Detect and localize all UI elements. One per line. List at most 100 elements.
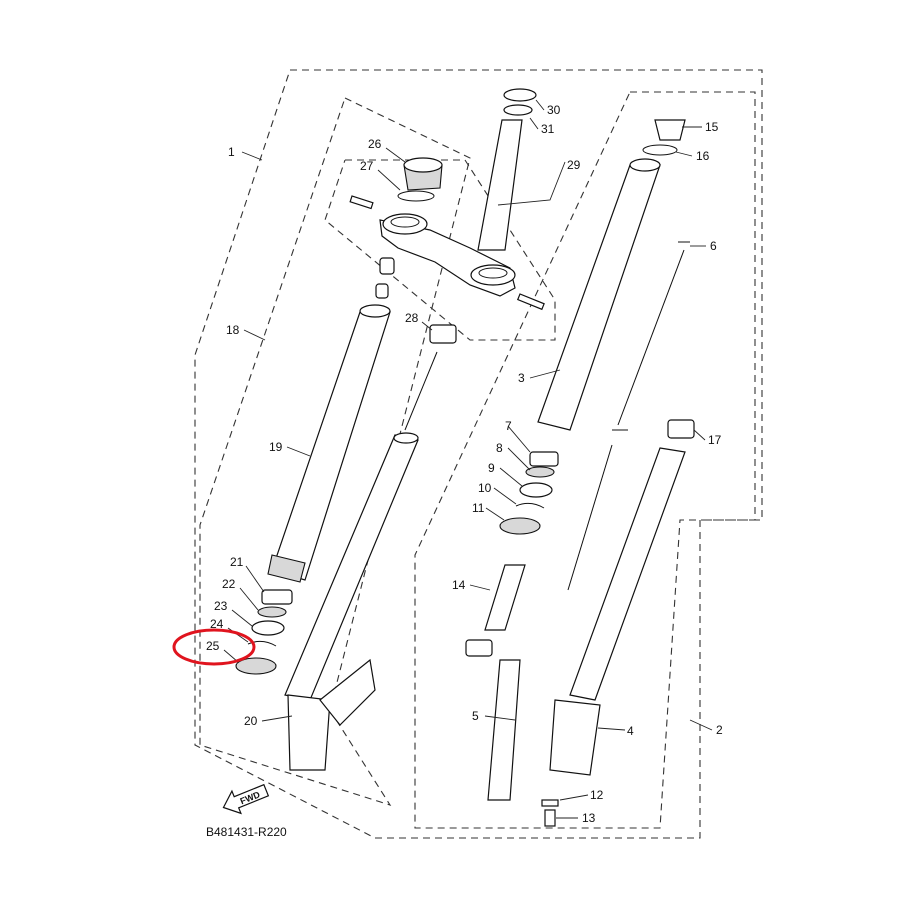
leader-31 xyxy=(529,117,539,130)
damper-rod-left xyxy=(404,351,438,431)
part-label-12: 12 xyxy=(590,788,604,802)
part-label-2: 2 xyxy=(716,723,723,737)
inner-tube-4 xyxy=(569,447,686,701)
part-label-9: 9 xyxy=(488,461,495,475)
left-caliper-mount xyxy=(319,658,376,726)
collar-14b xyxy=(465,639,493,657)
part-label-29: 29 xyxy=(567,158,581,172)
damper-cartridge-5 xyxy=(487,659,521,801)
leader-10 xyxy=(493,487,517,505)
leader-18 xyxy=(243,329,266,341)
leader-7 xyxy=(507,425,531,453)
leader-14 xyxy=(469,584,491,591)
damper-block xyxy=(379,257,395,275)
right-fork xyxy=(487,119,695,827)
part-label-25: 25 xyxy=(206,639,220,653)
group-18-outline xyxy=(199,97,471,806)
part-label-3: 3 xyxy=(518,371,525,385)
part-label-8: 8 xyxy=(496,441,503,455)
fwd-arrow-icon xyxy=(222,783,270,815)
bushing-21 xyxy=(261,589,293,605)
slide-bushing-17 xyxy=(667,419,695,439)
leader-1 xyxy=(241,151,263,161)
steering-shaft xyxy=(477,88,537,251)
part-label-30: 30 xyxy=(547,103,561,117)
leader-21 xyxy=(245,565,265,593)
upper-bracket xyxy=(349,195,545,311)
drawing-code: B481431-R220 xyxy=(206,825,287,839)
slide-bushing-28 xyxy=(429,324,457,344)
part-label-19: 19 xyxy=(269,440,283,454)
leader-23 xyxy=(231,609,253,627)
part-label-28: 28 xyxy=(405,311,419,325)
leader-3 xyxy=(529,369,561,379)
leader-16 xyxy=(675,151,693,157)
leader-17 xyxy=(693,429,706,441)
assembly-1-outline xyxy=(194,69,763,839)
leader-2 xyxy=(689,719,713,731)
leader-9 xyxy=(499,467,523,487)
pinch-bolt-upper xyxy=(349,195,374,210)
part-labels: 1 2 3 4 5 6 7 8 9 10 11 12 13 14 15 16 1… xyxy=(206,103,723,825)
part-label-5: 5 xyxy=(472,709,479,723)
part-label-24: 24 xyxy=(210,617,224,631)
steering-stem xyxy=(477,119,523,251)
part-label-27: 27 xyxy=(360,159,374,173)
part-label-13: 13 xyxy=(582,811,596,825)
leader-22 xyxy=(239,587,259,611)
stem-washer xyxy=(503,104,533,116)
spring-ends-6 xyxy=(612,241,690,431)
part-label-18: 18 xyxy=(226,323,240,337)
part-label-1: 1 xyxy=(228,145,235,159)
leader-30 xyxy=(535,99,545,111)
leader-12 xyxy=(559,794,589,801)
leader-28 xyxy=(421,321,433,331)
damper-collar xyxy=(375,283,389,299)
clamp-bore-right xyxy=(478,267,508,279)
right-seal-stack xyxy=(465,451,559,657)
leader-4 xyxy=(597,727,626,731)
cap-bolt-top xyxy=(403,157,443,173)
bushing-7 xyxy=(529,451,559,467)
highlight-circle-part-25 xyxy=(172,628,256,666)
circlip-10 xyxy=(515,502,545,509)
part-label-20: 20 xyxy=(244,714,258,728)
left-axle-bracket xyxy=(287,694,331,771)
dust-seal-25 xyxy=(235,657,277,675)
oring-16 xyxy=(642,144,678,156)
washer-8 xyxy=(525,466,555,478)
part-label-16: 16 xyxy=(696,149,710,163)
outer-tube-19-band xyxy=(267,554,306,583)
bolt-13 xyxy=(544,809,556,827)
leader-19 xyxy=(286,446,311,457)
outer-tube-3-top xyxy=(629,158,661,172)
part-label-6: 6 xyxy=(710,239,717,253)
part-label-10: 10 xyxy=(478,481,492,495)
oil-seal-9 xyxy=(519,482,553,498)
group-outlines xyxy=(194,69,763,839)
left-seal-stack xyxy=(235,589,293,675)
part-label-17: 17 xyxy=(708,433,722,447)
inner-tube-20-top xyxy=(393,432,419,444)
outer-tube-3 xyxy=(537,164,661,431)
circlip-24 xyxy=(247,640,277,647)
cap-bolt-15 xyxy=(654,119,686,141)
right-axle-bracket xyxy=(549,699,601,776)
washer-12 xyxy=(541,799,559,807)
leader-20 xyxy=(261,715,293,722)
part-label-15: 15 xyxy=(705,120,719,134)
clamp-bore-left xyxy=(390,216,420,228)
left-fork xyxy=(267,304,457,771)
leader-29 xyxy=(497,161,566,206)
pinch-bolt-lower xyxy=(516,293,545,311)
group-2-outline xyxy=(414,91,756,829)
part-label-23: 23 xyxy=(214,599,228,613)
leader-8 xyxy=(507,447,531,471)
oil-seal-23 xyxy=(251,620,285,636)
bracket-group-outline xyxy=(324,159,556,341)
outer-tube-19-top xyxy=(359,304,391,318)
leader-11 xyxy=(485,507,505,521)
stem-nut xyxy=(503,88,537,102)
fwd-arrow: FWD xyxy=(222,783,270,815)
